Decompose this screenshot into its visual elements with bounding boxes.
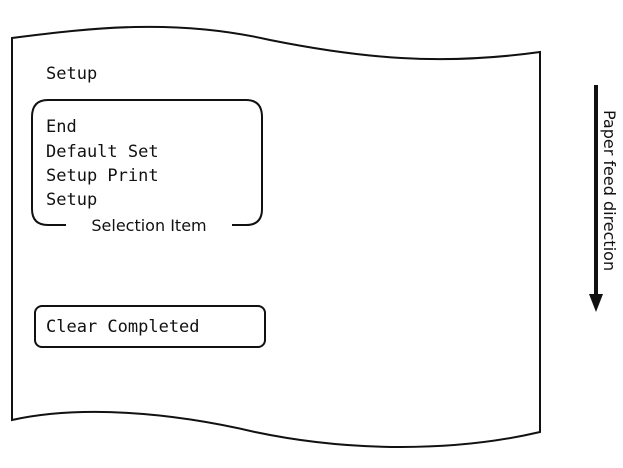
menu-item: Setup Print	[46, 166, 159, 186]
menu-item-list: End Default Set Setup Print Setup	[46, 117, 159, 210]
selection-item-caption: Selection Item	[91, 216, 206, 235]
status-message-box	[34, 305, 266, 348]
receipt-heading: Setup	[46, 64, 97, 84]
paper-feed-direction-label: Paper feed direction	[600, 110, 619, 271]
status-message: Clear Completed	[46, 317, 200, 337]
selection-item-bracket	[31, 99, 263, 226]
menu-item: End	[46, 117, 77, 137]
down-arrow-icon	[589, 85, 603, 312]
paper-sheet	[11, 25, 541, 448]
menu-item: Default Set	[46, 142, 159, 162]
menu-item: Setup	[46, 190, 97, 210]
